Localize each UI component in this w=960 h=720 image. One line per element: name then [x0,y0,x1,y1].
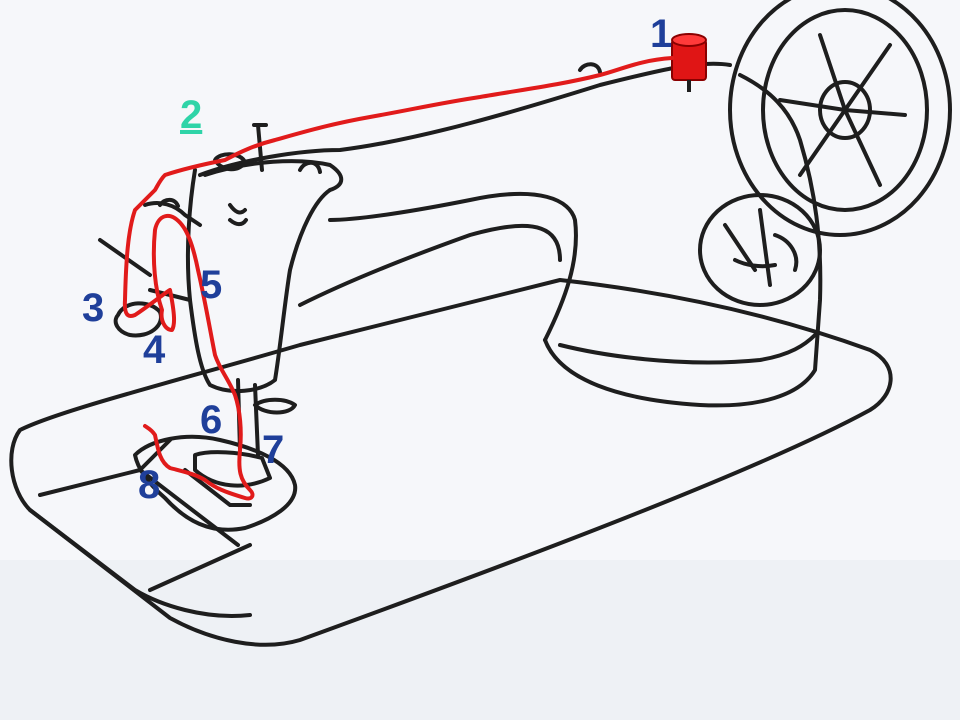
spool-1 [671,33,707,92]
machine-arm-lower [328,191,578,342]
stitch-regulator-lever [723,208,799,287]
take-up-lever [143,201,202,227]
label-2: 2 [180,93,203,137]
base-front-line [138,438,172,472]
thread-guide-head-2 [158,197,180,208]
spool-pin-2 [252,123,268,172]
spool-pin-2-base [213,152,247,172]
head-plate-detail-2 [228,218,248,227]
machine-pillar [543,73,823,408]
machine-base-outline [9,278,893,647]
label-5: 5 [200,263,223,307]
wheel-spokes [778,33,907,187]
balance-wheel-rim [761,8,929,212]
label-8: 8 [138,463,161,507]
presser-bar [253,383,260,457]
label-6: 6 [200,398,223,442]
stitch-regulator-slot [733,258,777,269]
label-3: 3 [82,286,105,330]
machine-arm-top [198,61,732,177]
thread-guide-arm [578,62,602,74]
base-slide-line-2 [148,543,252,592]
balance-wheel-outer [728,0,952,237]
wheel-hub [818,80,872,140]
label-4: 4 [143,328,166,372]
presser-foot [193,450,272,488]
thread-guide-head [298,160,322,174]
presser-foot-toe [183,468,252,507]
needle-plate [133,434,298,532]
thread-path [122,56,674,501]
machine-base-edge [28,508,252,618]
machine-head [185,168,332,393]
presser-screw [253,397,297,415]
head-plate-detail [228,203,247,215]
paper-light-area [0,0,960,560]
pillar-inner [558,333,817,365]
label-7: 7 [262,428,285,472]
spool-top [671,33,707,47]
label-1: 1 [650,12,673,56]
machine-arm-underside [298,223,562,307]
stitch-regulator-plate [698,193,822,307]
